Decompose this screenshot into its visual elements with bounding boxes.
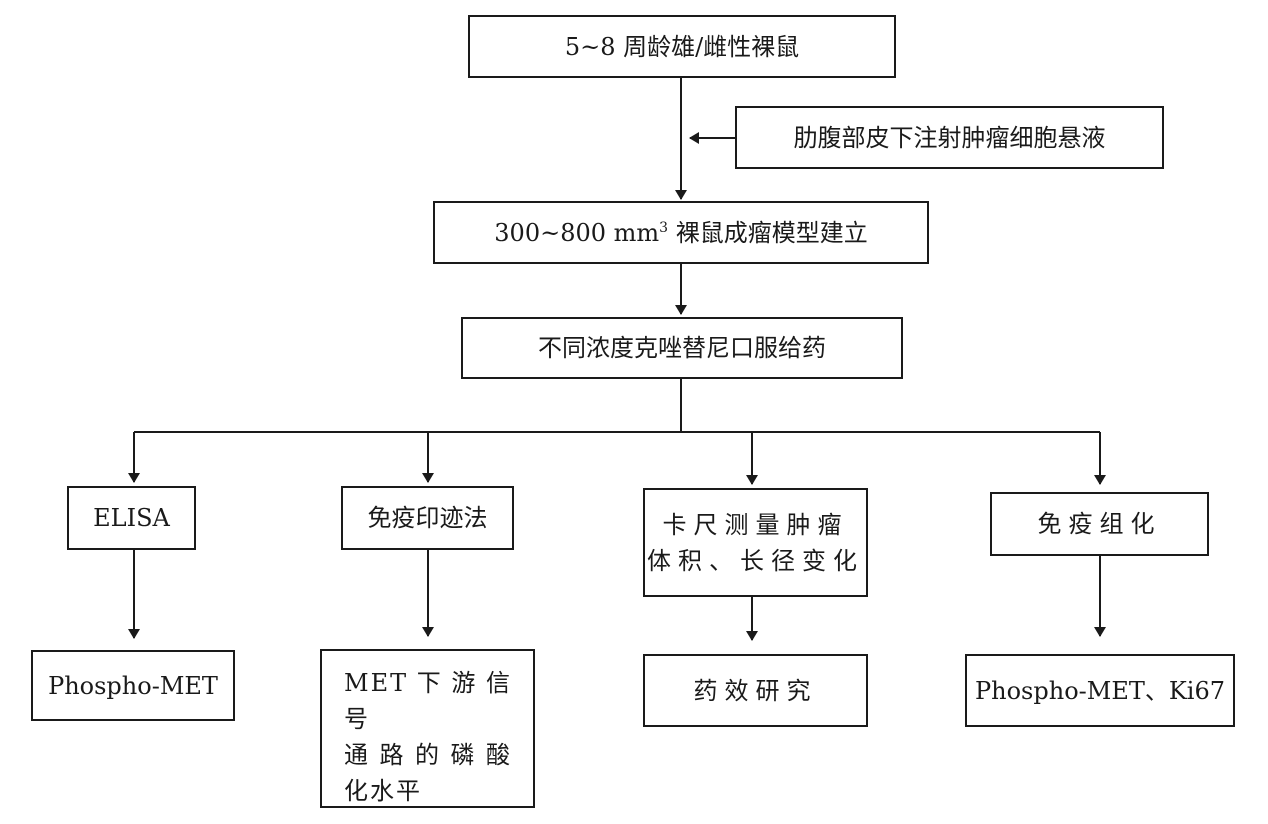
node-xenograft-model-text: 300~800 mm3 裸鼠成瘤模型建立 — [494, 218, 868, 247]
node-nude-mice: 5~8 周龄雄/雌性裸鼠 — [468, 15, 896, 78]
node-phospho-met: Phospho-MET — [31, 650, 235, 721]
node-elisa: ELISA — [67, 486, 196, 550]
node-western-blot-text: 免疫印迹法 — [367, 504, 488, 532]
node-met-downstream-line1: MET下游信号 — [344, 669, 512, 733]
node-phospho-met-ki67-text: Phospho-MET、Ki67 — [975, 676, 1225, 705]
node-efficacy-study-text: 药效研究 — [693, 676, 818, 705]
node-caliper-measure-line2: 体积、长径变化 — [647, 546, 864, 575]
node-tumor-cell-injection: 肋腹部皮下注射肿瘤细胞悬液 — [735, 106, 1164, 169]
node-elisa-text: ELISA — [93, 504, 170, 532]
node-caliper-measure-line1: 卡尺测量肿瘤 — [662, 510, 849, 539]
node-met-downstream: MET下游信号 通路的磷酸 化水平 — [320, 649, 535, 808]
node-western-blot: 免疫印迹法 — [341, 486, 514, 550]
node-efficacy-study: 药效研究 — [643, 654, 868, 727]
node-tumor-cell-injection-text: 肋腹部皮下注射肿瘤细胞悬液 — [793, 123, 1106, 152]
node-xenograft-model: 300~800 mm3 裸鼠成瘤模型建立 — [433, 201, 929, 264]
node-crizotinib-dosing: 不同浓度克唑替尼口服给药 — [461, 317, 903, 379]
node-met-downstream-line2: 通路的磷酸 — [344, 741, 512, 769]
node-caliper-measure: 卡尺测量肿瘤 体积、长径变化 — [643, 488, 868, 597]
node-crizotinib-dosing-text: 不同浓度克唑替尼口服给药 — [538, 334, 826, 362]
node-met-downstream-line3: 化水平 — [344, 777, 422, 805]
node-phospho-met-ki67: Phospho-MET、Ki67 — [965, 654, 1235, 727]
node-immunohistochemistry-text: 免疫组化 — [1037, 510, 1162, 538]
node-phospho-met-text: Phospho-MET — [48, 671, 218, 700]
node-nude-mice-text: 5~8 周龄雄/雌性裸鼠 — [564, 32, 800, 61]
node-immunohistochemistry: 免疫组化 — [990, 492, 1209, 556]
